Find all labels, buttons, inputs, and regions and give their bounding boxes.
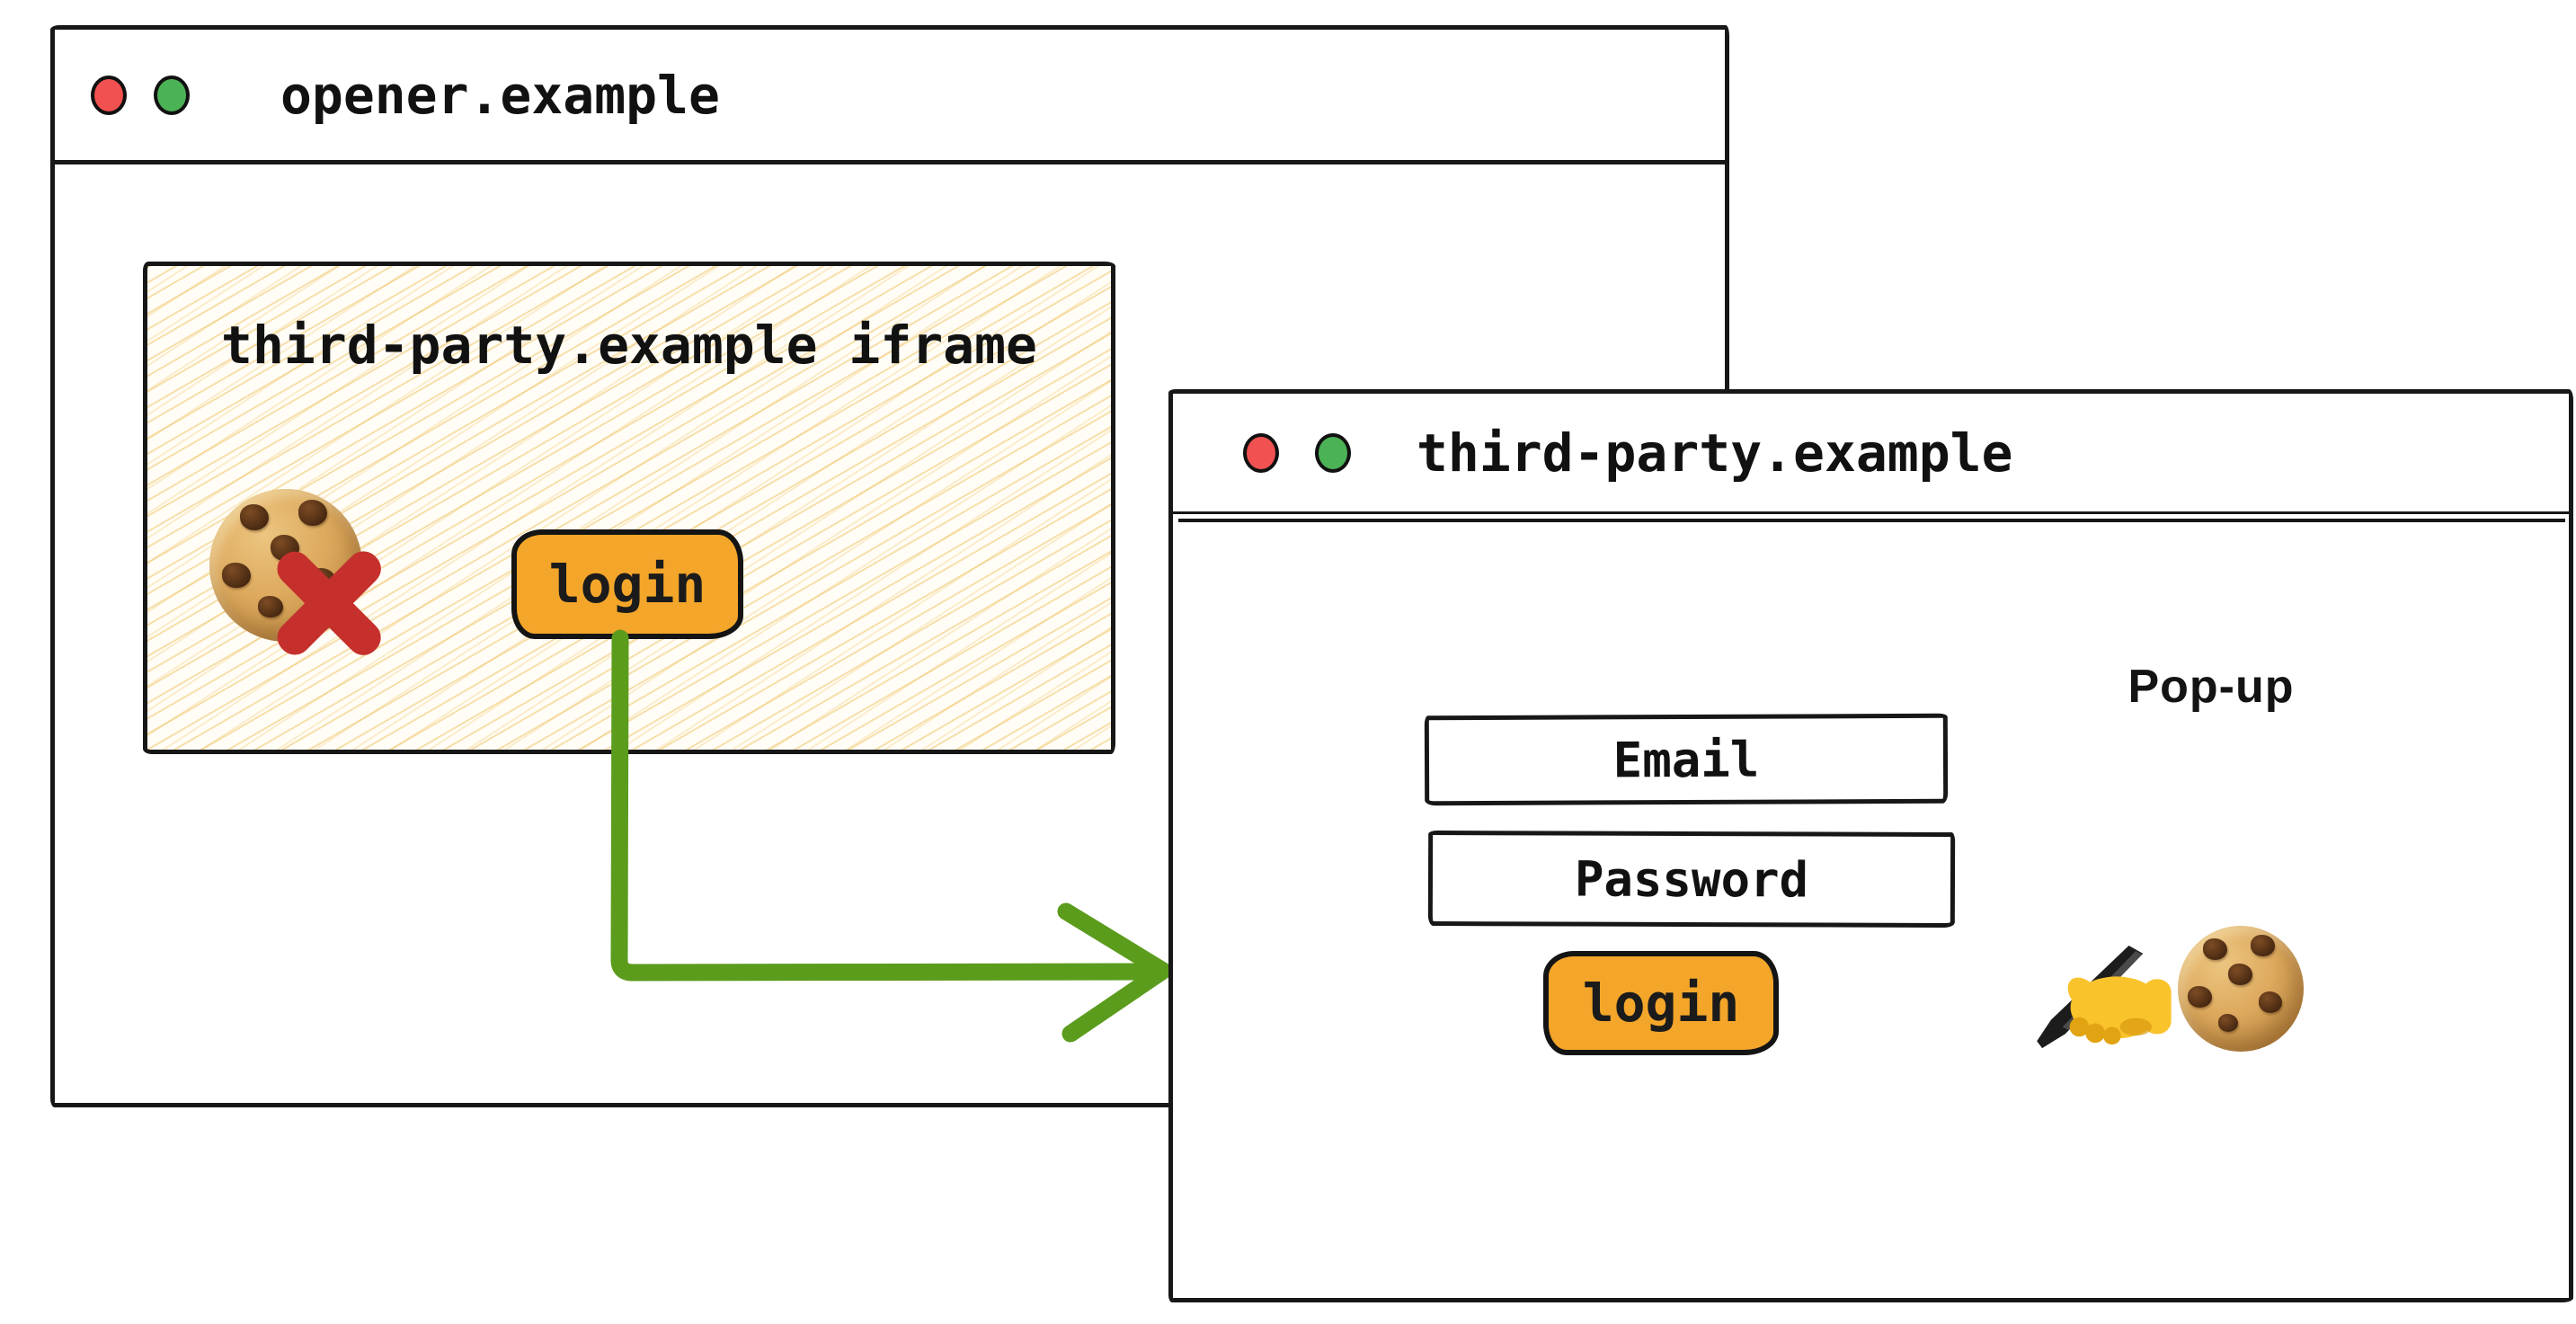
popup-titlebar: third-party.example <box>1173 394 2569 522</box>
popup-window-title: third-party.example <box>1417 422 2013 484</box>
password-field[interactable]: Password <box>1427 830 1956 929</box>
writing-hand-icon <box>2037 946 2172 1049</box>
iframe-label: third-party.example iframe <box>221 315 1037 376</box>
popup-annotation: Pop-up <box>2127 661 2295 713</box>
iframe-login-button[interactable]: login <box>511 529 743 639</box>
red-cross-icon <box>266 540 392 666</box>
opener-window-title: opener.example <box>280 64 720 126</box>
blocked-cookie-icon <box>203 482 392 657</box>
email-field[interactable]: Email <box>1424 713 1949 806</box>
opener-titlebar: opener.example <box>55 30 1725 164</box>
popup-login-button[interactable]: login <box>1543 951 1779 1055</box>
window-close-icon[interactable] <box>1243 432 1279 473</box>
third-party-iframe: third-party.example iframe login <box>143 262 1115 754</box>
cookie-icon <box>2178 926 2304 1052</box>
window-minimize-icon[interactable] <box>1315 432 1351 473</box>
popup-window: third-party.example Email Password login… <box>1168 389 2573 1302</box>
window-minimize-icon[interactable] <box>154 75 190 115</box>
window-close-icon[interactable] <box>91 75 127 115</box>
